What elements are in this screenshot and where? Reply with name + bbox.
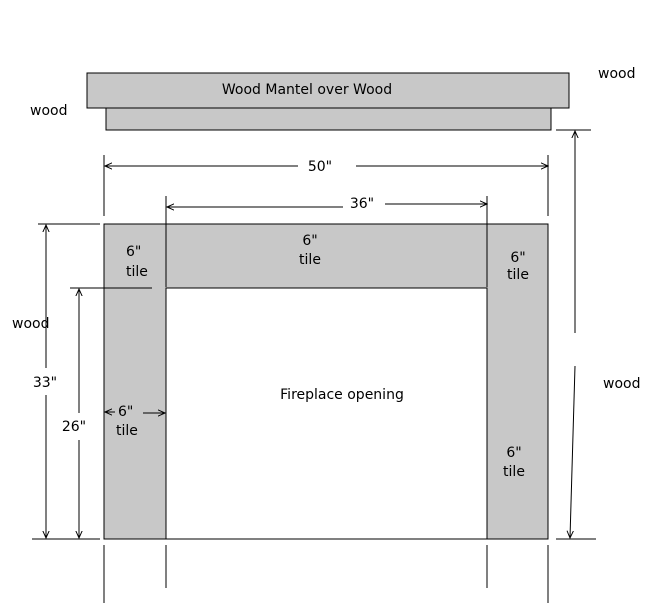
mantel-left-wood-label: wood bbox=[30, 103, 67, 119]
mantel-label: Wood Mantel over Wood bbox=[222, 82, 392, 98]
top-left-tile-size: 6" bbox=[126, 244, 141, 260]
opening-height-label: 26" bbox=[62, 419, 86, 435]
right-wood-label: wood bbox=[603, 376, 640, 392]
left-tile-label: tile bbox=[116, 423, 138, 439]
top-right-tile-size: 6" bbox=[510, 250, 525, 266]
left-wood-label: wood bbox=[12, 316, 49, 332]
right-tile-label: tile bbox=[503, 464, 525, 480]
top-left-tile-label: tile bbox=[126, 264, 148, 280]
mantel-label-bg bbox=[192, 80, 414, 105]
top-center-tile-label: tile bbox=[299, 252, 321, 268]
top-center-tile-size: 6" bbox=[302, 233, 317, 249]
mantel-right-wood-label: wood bbox=[598, 66, 635, 82]
left-tile-size: 6" bbox=[118, 404, 133, 420]
overall-height-label: 33" bbox=[33, 375, 57, 391]
opening-width-label: 36" bbox=[350, 196, 374, 212]
top-right-tile-label: tile bbox=[507, 267, 529, 283]
fireplace-opening bbox=[165, 287, 488, 540]
overall-width-label: 50" bbox=[308, 159, 332, 175]
mantel-lower-board bbox=[105, 107, 552, 131]
fireplace-opening-label: Fireplace opening bbox=[280, 387, 404, 403]
right-tile-size: 6" bbox=[506, 445, 521, 461]
